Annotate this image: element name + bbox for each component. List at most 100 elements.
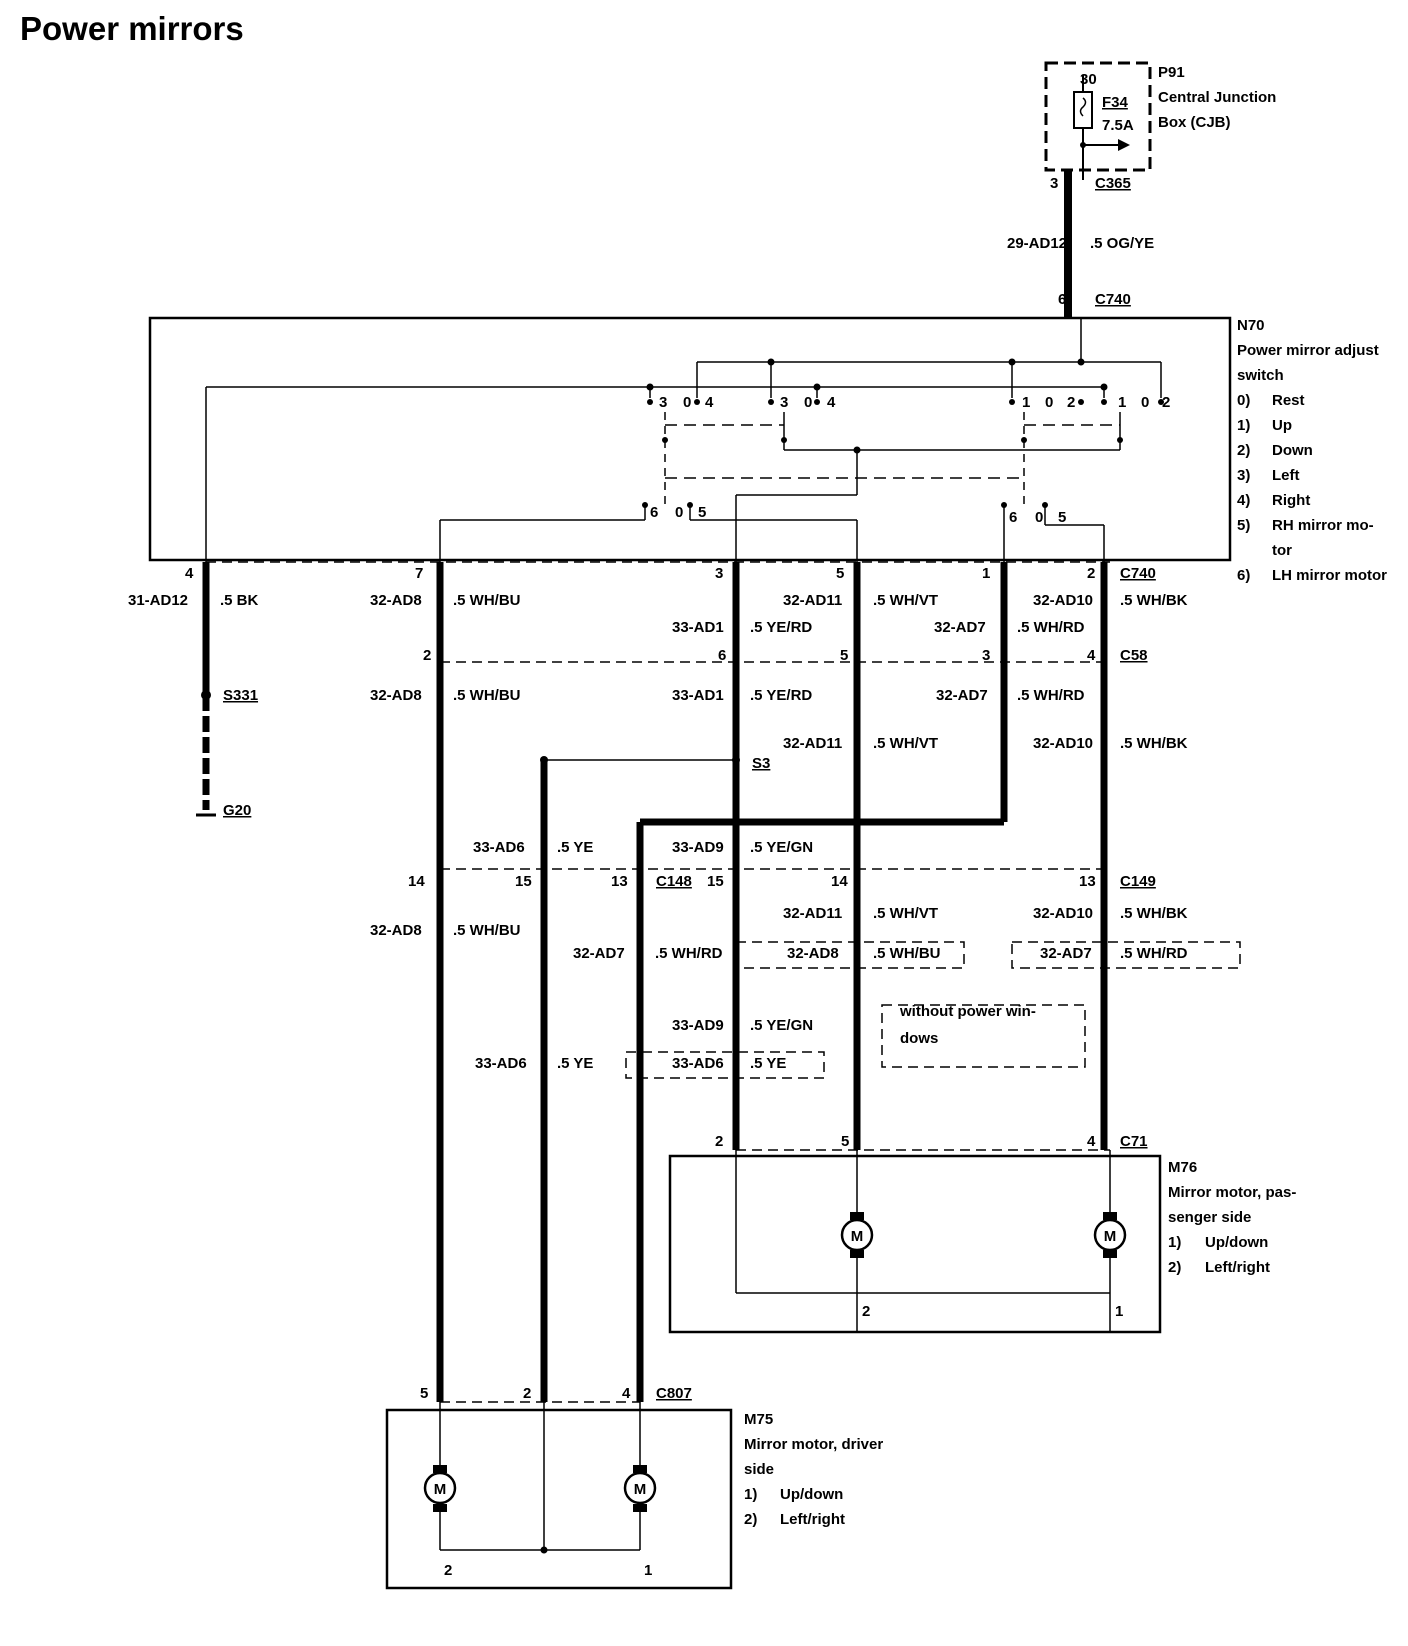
c148-label: C148 <box>656 873 692 890</box>
motor-symbol: M <box>1104 1228 1117 1245</box>
legend-num: 5) <box>1237 517 1250 534</box>
contact-label: 3 <box>780 394 788 411</box>
m75-id-label: M75 <box>744 1411 773 1428</box>
wire-code: 32-AD10 <box>1033 735 1093 752</box>
cjb-dashed-outline <box>1044 61 1152 172</box>
wire-spec: .5 YE/RD <box>750 619 812 636</box>
legend-num: 0) <box>1237 392 1250 409</box>
wire-code: 32-AD10 <box>1033 592 1093 609</box>
wire-code: 32-AD11 <box>783 905 842 922</box>
wire-spec: .5 WH/RD <box>655 945 723 962</box>
wire-spec: .5 YE/RD <box>750 687 812 704</box>
pin-label: 13 <box>611 873 628 890</box>
note-line2: dows <box>900 1030 938 1047</box>
legend-text: Left <box>1272 467 1300 484</box>
n70-power-mirror-switch: 3 0 4 3 0 4 1 0 2 1 0 2 6 0 <box>148 316 1387 584</box>
m75-outline <box>385 1408 733 1590</box>
m75-desc1: Mirror motor, driver <box>744 1436 883 1453</box>
legend-text: LH mirror motor <box>1272 567 1387 584</box>
legend-text: Rest <box>1272 392 1305 409</box>
legend-text: Left/right <box>1205 1259 1270 1276</box>
pin-label: 4 <box>185 565 194 582</box>
wire-code: 32-AD10 <box>1033 905 1093 922</box>
s331-label: S331 <box>223 687 258 704</box>
contact-label: 0 <box>1045 394 1053 411</box>
wire-spec: .5 WH/VT <box>873 905 938 922</box>
c149-label: C149 <box>1120 873 1156 890</box>
contact-label: 0 <box>1035 509 1043 526</box>
contact-label: 0 <box>804 394 812 411</box>
legend-num: 2) <box>1237 442 1250 459</box>
contact-label: 4 <box>705 394 714 411</box>
page-title: Power mirrors <box>20 10 244 47</box>
legend-num: 4) <box>1237 492 1250 509</box>
n70-id-label: N70 <box>1237 317 1265 334</box>
pin-label: 4 <box>1087 647 1096 664</box>
c740-top-pin: 6 <box>1058 291 1066 308</box>
wire-spec: .5 WH/BU <box>453 592 521 609</box>
pin-label: 14 <box>831 873 848 890</box>
wire-code: 33-AD1 <box>672 619 724 636</box>
fuse-rating-label: 7.5A <box>1102 117 1134 134</box>
legend-text: RH mirror mo- <box>1272 517 1374 534</box>
pin-label: 1 <box>1115 1303 1123 1320</box>
wire-code: 33-AD9 <box>672 839 724 856</box>
p91-central-junction-box: 30 F34 7.5A P91 Central Junction Box (CJ… <box>1044 61 1276 180</box>
note-line1: without power win- <box>899 1003 1036 1020</box>
legend-text: Left/right <box>780 1511 845 1528</box>
pin-label: 2 <box>523 1385 531 1402</box>
alt-wire-box <box>1011 941 1241 969</box>
wire-spec: .5 YE/GN <box>750 1017 813 1034</box>
pin-label: 13 <box>1079 873 1096 890</box>
m75-driver-mirror-motor: M M 2 1 M75 Mirror motor, driver side 1)… <box>385 1402 883 1590</box>
wire-code: 31-AD12 <box>128 592 188 609</box>
pin-label: 2 <box>715 1133 723 1150</box>
contact-label: 3 <box>659 394 667 411</box>
p91-desc1: Central Junction <box>1158 89 1276 106</box>
wire-spec: .5 WH/BU <box>453 922 521 939</box>
wire-code: 33-AD6 <box>672 1055 724 1072</box>
motor-icon <box>1093 1218 1127 1252</box>
wire-code: 32-AD8 <box>370 687 422 704</box>
c71-label: C71 <box>1120 1133 1148 1150</box>
pin-label: 15 <box>707 873 724 890</box>
s3-label: S3 <box>752 755 770 772</box>
legend-text: Up/down <box>780 1486 843 1503</box>
wire-spec: .5 WH/VT <box>873 735 938 752</box>
wire-spec: .5 WH/BU <box>453 687 521 704</box>
motor-symbol: M <box>434 1481 447 1498</box>
wire-spec: .5 WH/BK <box>1120 735 1188 752</box>
pin-label: 7 <box>415 565 423 582</box>
pin-30-label: 30 <box>1080 71 1097 88</box>
wire-code: 33-AD9 <box>672 1017 724 1034</box>
c58-label: C58 <box>1120 647 1148 664</box>
motor-icon <box>423 1471 457 1505</box>
pin-label: 1 <box>982 565 990 582</box>
legend-num: 2) <box>1168 1259 1181 1276</box>
n70-desc1: Power mirror adjust <box>1237 342 1379 359</box>
wire-code: 32-AD8 <box>787 945 839 962</box>
m76-desc2: senger side <box>1168 1209 1251 1226</box>
wire-code: 29-AD12 <box>1007 235 1067 252</box>
pin-label: 5 <box>841 1133 849 1150</box>
m76-desc1: Mirror motor, pas- <box>1168 1184 1296 1201</box>
pin-label: 5 <box>840 647 848 664</box>
wire-code: 32-AD11 <box>783 592 842 609</box>
contact-label: 0 <box>675 504 683 521</box>
alt-wire-box <box>735 941 965 969</box>
pin-label: 2 <box>862 1303 870 1320</box>
contact-label: 4 <box>827 394 836 411</box>
switch-outline <box>148 316 1232 562</box>
pin-label: 4 <box>1087 1133 1096 1150</box>
wire-code: 32-AD8 <box>370 592 422 609</box>
pin-label: 5 <box>420 1385 428 1402</box>
wire-spec: .5 YE <box>750 1055 786 1072</box>
contact-label: 5 <box>1058 509 1066 526</box>
pin-label: 3 <box>982 647 990 664</box>
wire-code: 32-AD7 <box>936 687 988 704</box>
wire-spec: .5 BK <box>220 592 259 609</box>
wire-spec: .5 WH/RD <box>1120 945 1188 962</box>
pin-label: 6 <box>718 647 726 664</box>
legend-text: Up/down <box>1205 1234 1268 1251</box>
